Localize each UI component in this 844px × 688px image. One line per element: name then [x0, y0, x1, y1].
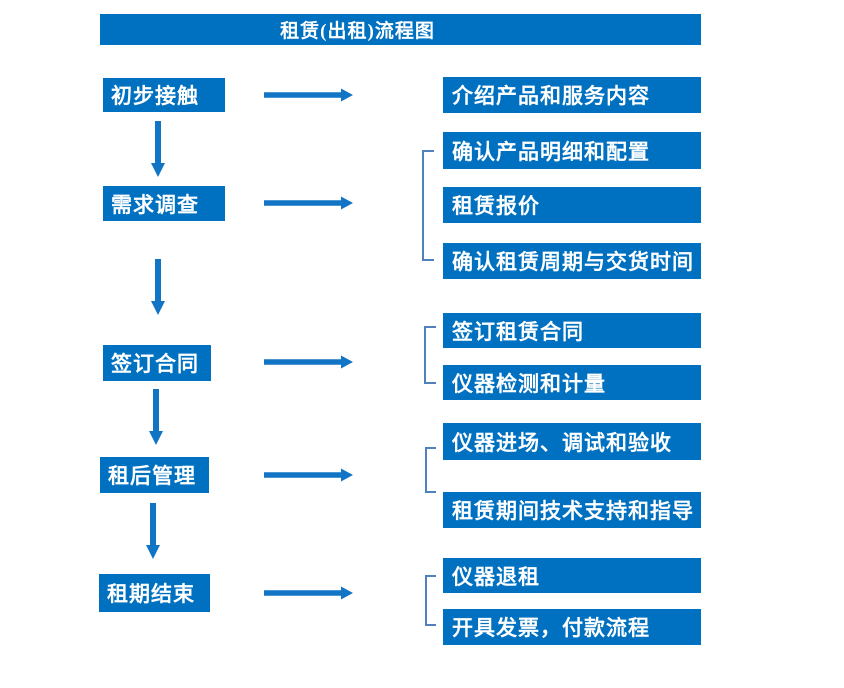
right-arrow-icon	[264, 468, 353, 482]
output-label: 介绍产品和服务内容	[452, 84, 650, 108]
group-bracket-icon	[425, 575, 436, 626]
flowchart-title: 租赁(出租)流程图	[280, 21, 435, 42]
group-bracket-icon	[422, 150, 434, 261]
group-bracket-icon	[425, 447, 436, 493]
output-box: 确认租赁周期与交货时间	[443, 243, 701, 279]
group-bracket-icon	[424, 326, 436, 384]
flowchart-title-bar: 租赁(出租)流程图	[100, 14, 701, 45]
output-label: 仪器退租	[452, 564, 540, 589]
step-box-rental-end: 租期结束	[99, 574, 210, 612]
output-label: 确认租赁周期与交货时间	[452, 250, 694, 274]
right-arrow-icon	[264, 88, 353, 102]
output-box: 确认产品明细和配置	[443, 132, 701, 169]
output-box: 介绍产品和服务内容	[443, 77, 701, 113]
down-arrow-icon	[149, 389, 163, 445]
output-box: 仪器退租	[443, 558, 701, 593]
step-box-post-rental-mgmt: 租后管理	[100, 457, 209, 493]
output-label: 租赁期间技术支持和指导	[452, 499, 694, 523]
output-box: 租赁期间技术支持和指导	[443, 492, 701, 528]
right-arrow-icon	[264, 355, 353, 369]
right-arrow-icon	[264, 586, 353, 600]
step-label: 需求调查	[111, 192, 199, 217]
output-box: 租赁报价	[443, 187, 701, 223]
step-box-demand-survey: 需求调查	[103, 186, 225, 221]
step-box-initial-contact: 初步接触	[103, 78, 225, 112]
output-label: 仪器检测和计量	[452, 371, 606, 396]
output-box: 仪器检测和计量	[443, 365, 701, 400]
step-label: 租期结束	[107, 582, 195, 606]
step-label: 初步接触	[111, 84, 199, 108]
output-box: 签订租赁合同	[443, 313, 701, 348]
output-label: 租赁报价	[452, 194, 540, 218]
step-label: 签订合同	[111, 352, 199, 376]
down-arrow-icon	[151, 121, 165, 177]
down-arrow-icon	[146, 503, 160, 559]
output-label: 仪器进场、调试和验收	[452, 430, 672, 455]
right-arrow-icon	[264, 196, 353, 210]
output-label: 确认产品明细和配置	[452, 139, 650, 164]
output-label: 开具发票，付款流程	[452, 616, 650, 640]
output-box: 仪器进场、调试和验收	[443, 423, 701, 460]
step-label: 租后管理	[108, 464, 196, 488]
step-box-sign-contract: 签订合同	[103, 345, 211, 381]
output-label: 签订租赁合同	[452, 319, 584, 344]
output-box: 开具发票，付款流程	[443, 609, 701, 645]
down-arrow-icon	[151, 259, 165, 315]
